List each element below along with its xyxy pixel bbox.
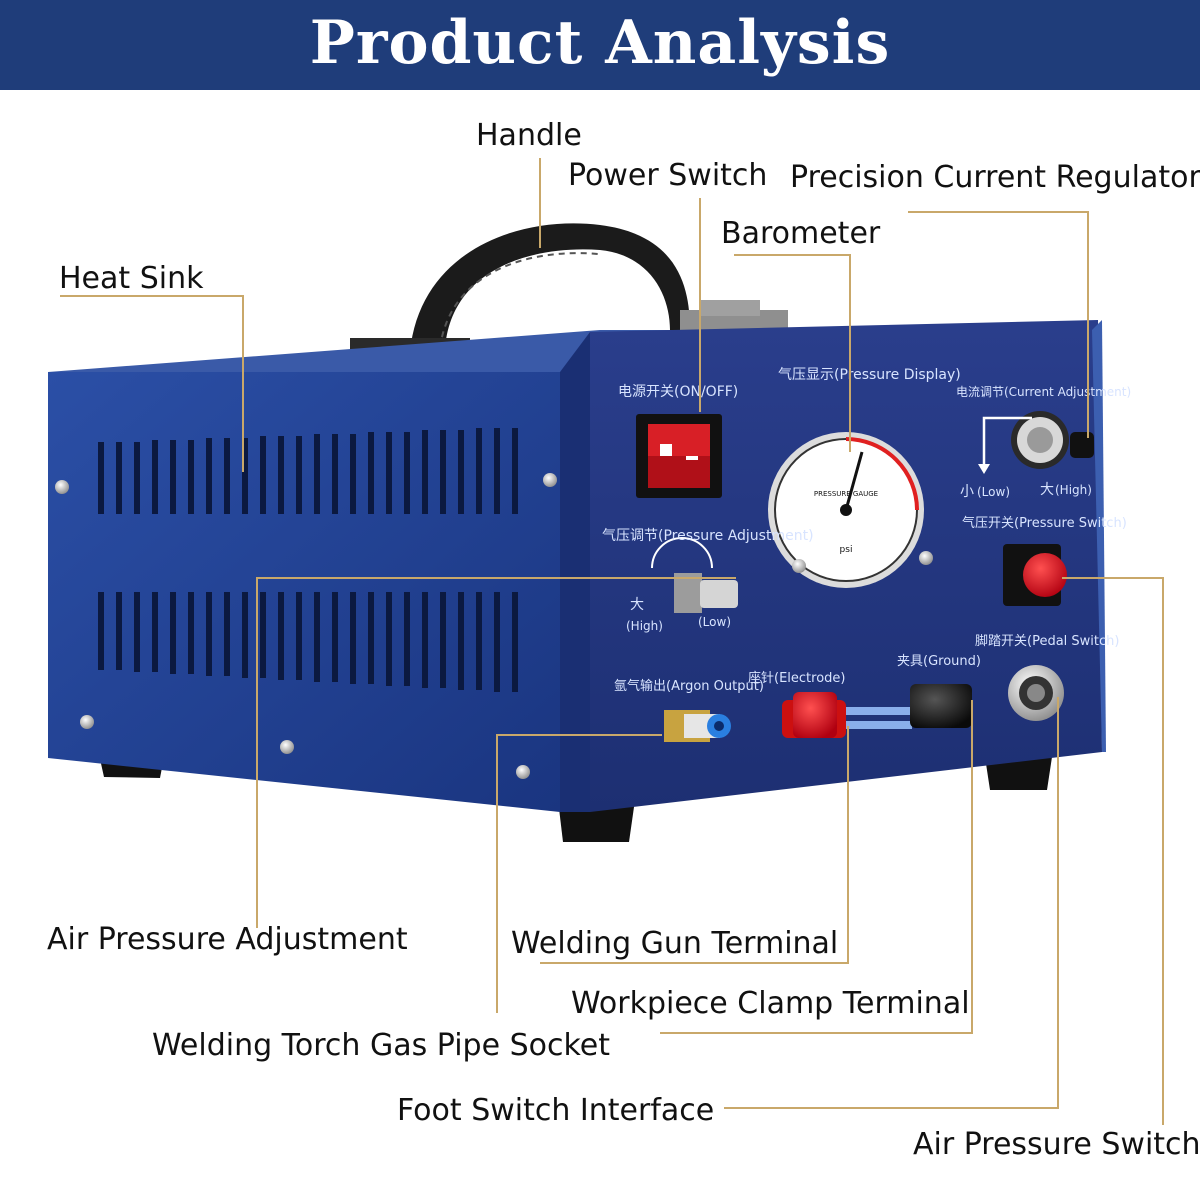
panel-adjust-high-en: (High) [626, 619, 663, 633]
label-air-pressure-adjustment: Air Pressure Adjustment [47, 922, 408, 957]
label-power-switch: Power Switch [568, 158, 768, 193]
panel-power-text: 电源开关(ON/OFF) [618, 384, 738, 400]
panel-pedal-switch-text: 脚踏开关(Pedal Switch) [975, 633, 1119, 649]
panel-adjust-low-en: (Low) [698, 615, 731, 629]
panel-pressure-adjustment-text: 气压调节(Pressure Adjustment) [602, 528, 814, 544]
panel-adjust-high-cn: 大 [630, 597, 644, 613]
panel-high-cn: 大 [1040, 482, 1054, 498]
panel-low-cn: 小 [960, 484, 974, 500]
label-handle: Handle [476, 118, 582, 153]
label-workpiece-clamp-terminal: Workpiece Clamp Terminal [571, 986, 970, 1021]
air-pressure-switch-graphic [1003, 544, 1067, 606]
current-dial [978, 411, 1094, 474]
label-heat-sink: Heat Sink [59, 261, 204, 296]
panel-pressure-switch-text: 气压开关(Pressure Switch) [962, 515, 1127, 531]
label-precision-current-regulator: Precision Current Regulator [790, 160, 1200, 195]
side-panel [48, 372, 560, 812]
panel-high-en: (High) [1055, 483, 1092, 497]
label-air-pressure-switch: Air Pressure Switch [913, 1127, 1200, 1162]
page-title: Product Analysis [309, 8, 891, 78]
power-rocker-switch [636, 414, 722, 498]
panel-printed-text: 电源开关(ON/OFF) 气压显示(Pressure Display) 电流调节… [602, 367, 1131, 694]
panel-pressure-display-text: 气压显示(Pressure Display) [778, 367, 961, 383]
label-welding-torch-gas-pipe-socket: Welding Torch Gas Pipe Socket [152, 1028, 610, 1063]
panel-ground-text: 夹具(Ground) [897, 654, 981, 669]
label-foot-switch-interface: Foot Switch Interface [397, 1093, 715, 1128]
panel-argon-output-text: 氩气输出(Argon Output) [614, 678, 764, 694]
pedal-connector [1008, 665, 1064, 721]
label-welding-gun-terminal: Welding Gun Terminal [511, 926, 839, 961]
leader-lines [60, 158, 1164, 1125]
panel-low-en: (Low) [977, 485, 1010, 499]
pressure-gauge: PRESSURE GAUGE psi [768, 432, 933, 588]
gauge-text: PRESSURE GAUGE [814, 490, 878, 498]
header-banner: Product Analysis [0, 0, 1200, 90]
gauge-psi: psi [840, 545, 853, 555]
label-barometer: Barometer [721, 216, 881, 251]
pressure-adjust-knob [651, 537, 738, 613]
argon-fitting [664, 710, 731, 742]
electrode-terminal [782, 692, 912, 738]
ground-terminal [910, 684, 972, 728]
panel-electrode-text: 座针(Electrode) [748, 671, 845, 686]
panel-current-adjustment-text: 电流调节(Current Adjustment) [956, 385, 1131, 399]
